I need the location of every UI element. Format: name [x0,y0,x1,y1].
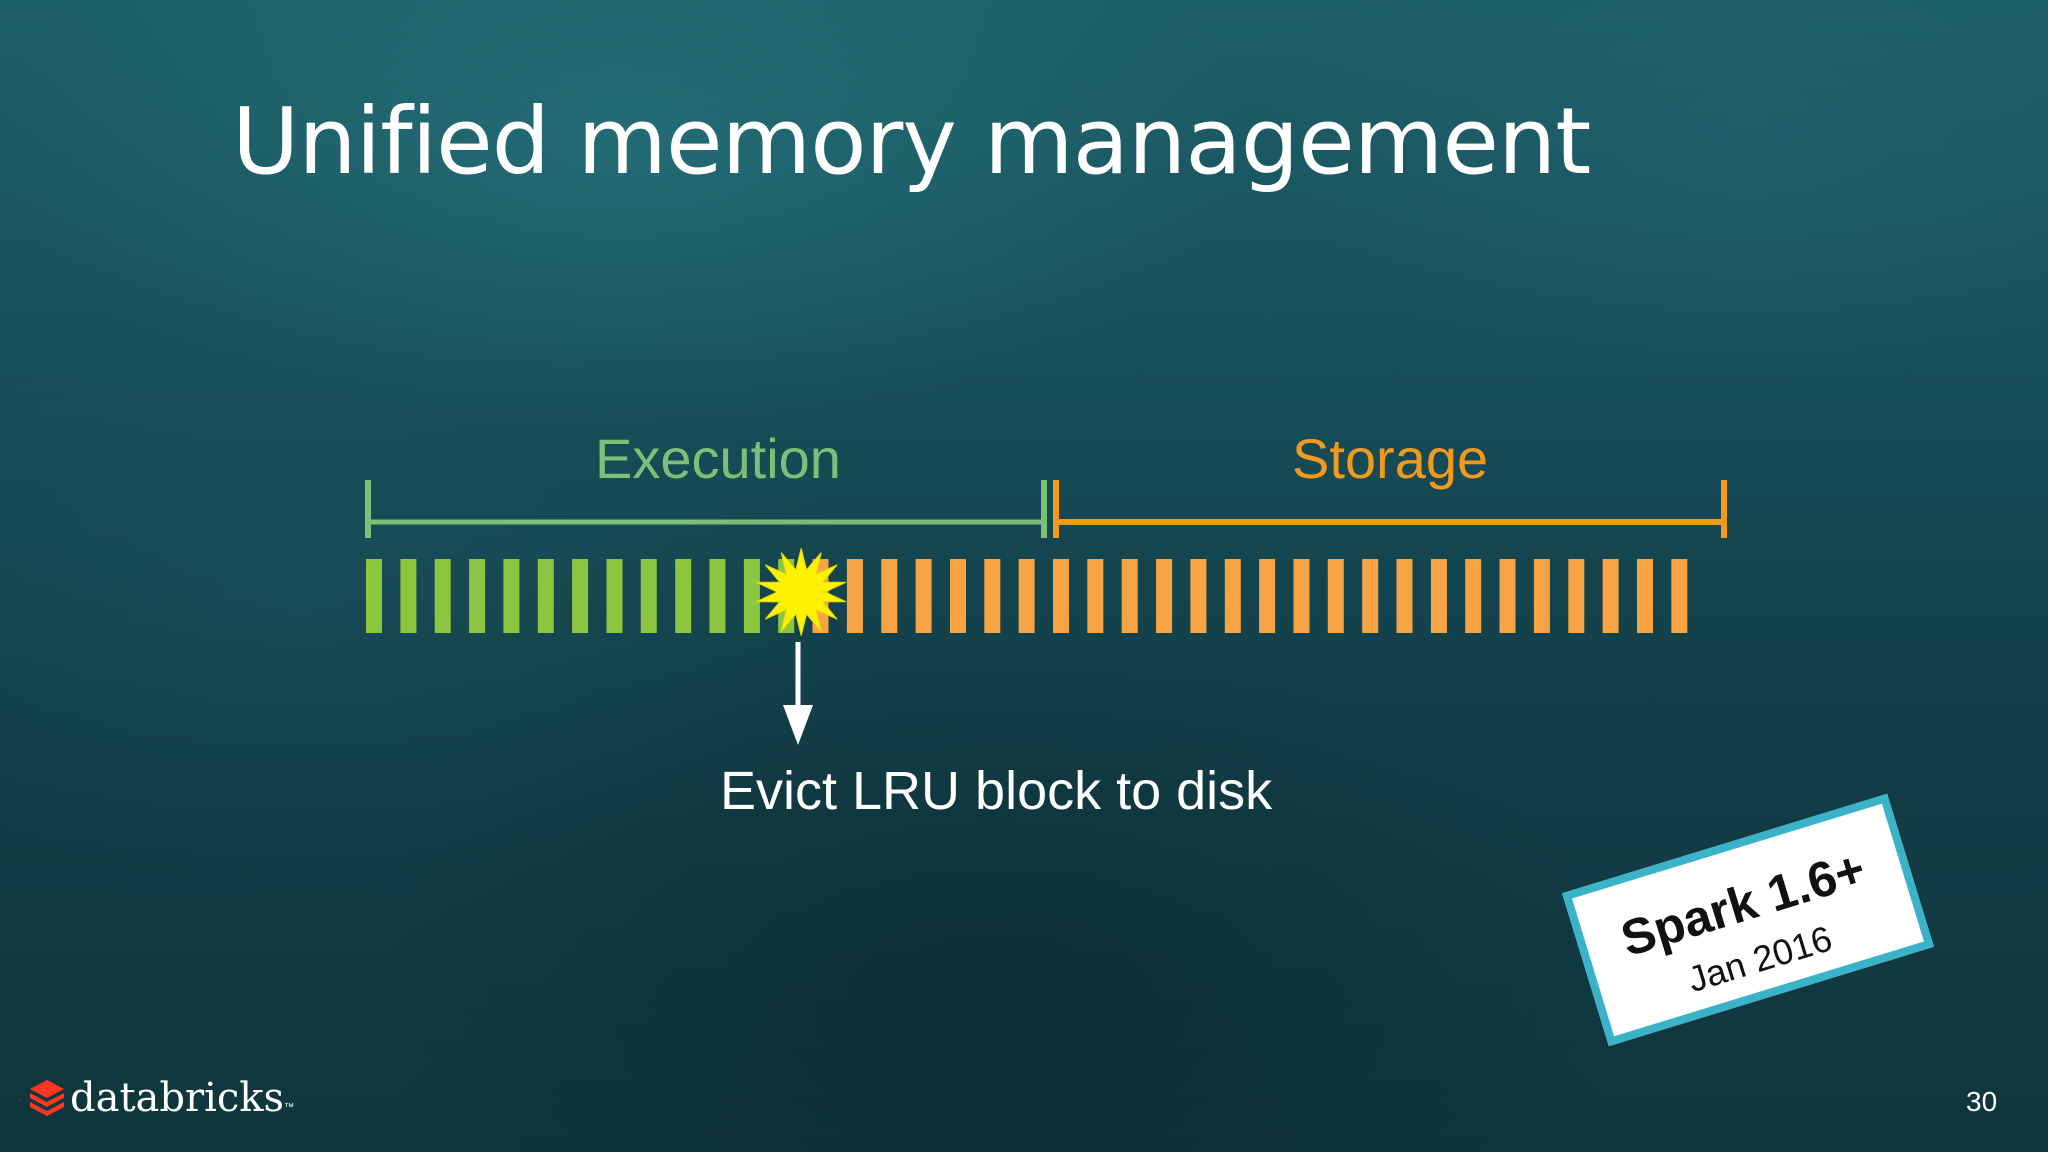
storage-block [1259,559,1275,633]
execution-block [435,559,451,633]
storage-block [1190,559,1206,633]
storage-block [1431,559,1447,633]
storage-block [1156,559,1172,633]
storage-block [984,559,1000,633]
databricks-stack-icon [30,1080,64,1116]
storage-block [1019,559,1035,633]
execution-block [538,559,554,633]
storage-block [916,559,932,633]
databricks-logo: databricks ™ [30,1075,294,1121]
storage-block [1122,559,1138,633]
storage-block [1397,559,1413,633]
logo-text: databricks [70,1075,284,1121]
storage-block [1362,559,1378,633]
execution-block [503,559,519,633]
storage-block [1637,559,1653,633]
storage-block [1294,559,1310,633]
execution-block [641,559,657,633]
execution-bracket [368,480,1044,538]
evict-arrow-icon [783,642,813,745]
storage-block [950,559,966,633]
eviction-burst-icon [756,548,846,635]
storage-block [1534,559,1550,633]
execution-block [710,559,726,633]
evict-label: Evict LRU block to disk [720,760,1272,822]
logo-trademark: ™ [284,1102,294,1113]
storage-block [881,559,897,633]
storage-block [1053,559,1069,633]
memory-blocks [366,559,1687,633]
storage-block [1328,559,1344,633]
storage-block [1225,559,1241,633]
execution-block [366,559,382,633]
storage-block [1087,559,1103,633]
storage-block [1568,559,1584,633]
storage-bracket [1056,480,1724,538]
storage-block [1671,559,1687,633]
page-number: 30 [1966,1086,1997,1118]
execution-block [572,559,588,633]
storage-block [1500,559,1516,633]
execution-block [400,559,416,633]
storage-block [1603,559,1619,633]
storage-block [847,559,863,633]
storage-block [1465,559,1481,633]
execution-block [744,559,760,633]
execution-block [675,559,691,633]
execution-block [607,559,623,633]
execution-block [469,559,485,633]
